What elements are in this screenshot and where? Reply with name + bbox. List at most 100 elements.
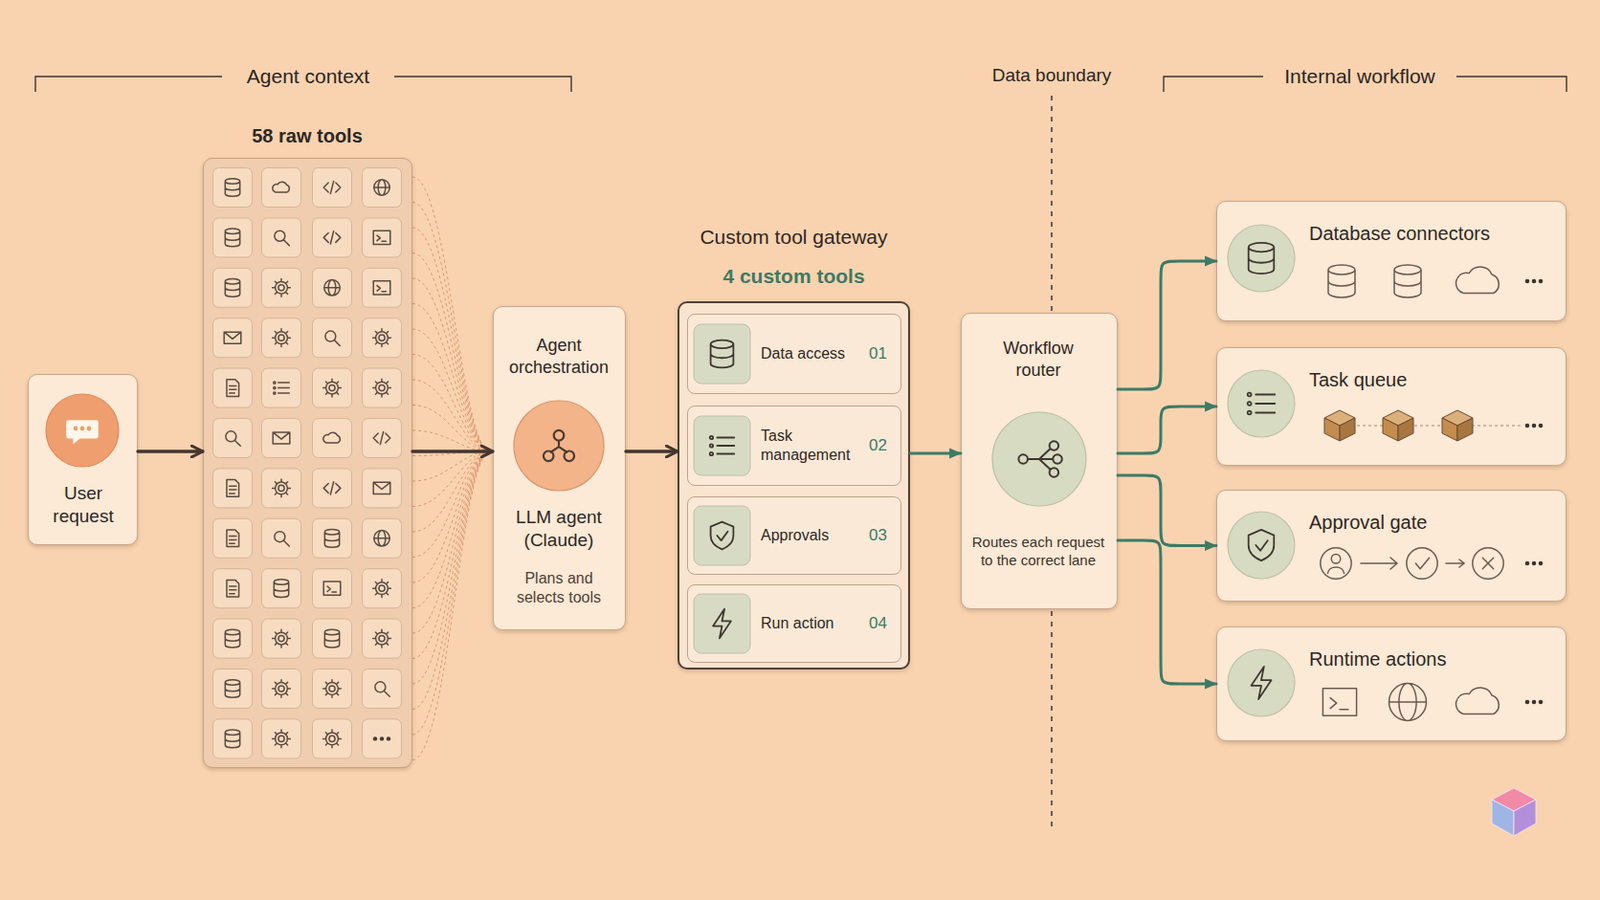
tool-tile bbox=[213, 368, 253, 408]
tool-tile bbox=[213, 168, 253, 208]
code-icon bbox=[323, 482, 341, 495]
ellipsis-dot bbox=[379, 736, 384, 741]
fan-line bbox=[412, 379, 490, 452]
gear-icon bbox=[323, 378, 342, 398]
db-icon bbox=[224, 680, 240, 699]
gear-icon bbox=[323, 680, 342, 699]
mail-icon bbox=[223, 332, 242, 344]
node-heading: Agent orchestration bbox=[503, 334, 615, 378]
group-heading: 58 raw tools bbox=[203, 124, 411, 149]
tool-tile bbox=[213, 419, 253, 459]
bolt-icon bbox=[1251, 666, 1272, 700]
db-icon bbox=[324, 529, 339, 548]
tool-tile bbox=[312, 318, 353, 358]
tool-tile bbox=[312, 669, 353, 710]
cube-face bbox=[1442, 418, 1458, 442]
person-icon bbox=[1320, 548, 1352, 579]
gear-icon bbox=[373, 378, 392, 398]
term-icon bbox=[373, 281, 391, 295]
node-label: LLM agent (Claude) bbox=[496, 506, 622, 553]
globe-icon bbox=[374, 531, 391, 548]
cube-face bbox=[1457, 418, 1473, 442]
tool-name: Data access bbox=[760, 314, 865, 393]
flow-arrow bbox=[1117, 261, 1217, 390]
icon-layer bbox=[45, 168, 1543, 759]
fan-line bbox=[412, 430, 490, 452]
bracket-line bbox=[1163, 76, 1264, 92]
cloud-icon bbox=[1456, 688, 1500, 715]
doc-icon bbox=[226, 579, 240, 598]
fan-line bbox=[412, 451, 490, 609]
gear-icon bbox=[272, 479, 291, 498]
router-icon-circle bbox=[992, 412, 1087, 507]
lane-title: Task queue bbox=[1309, 368, 1549, 393]
flow-arrow bbox=[1117, 540, 1217, 685]
fan-line bbox=[412, 451, 490, 457]
cube-face bbox=[1398, 418, 1414, 442]
tool-tile bbox=[213, 569, 253, 609]
request-icon-circle bbox=[45, 394, 119, 467]
ellipsis-dot bbox=[1538, 423, 1544, 429]
fan-line bbox=[412, 177, 490, 452]
tool-tile bbox=[213, 267, 253, 308]
queue-line bbox=[1339, 425, 1522, 427]
shield-icon bbox=[711, 522, 734, 551]
share-icon bbox=[1018, 441, 1062, 478]
tool-tile bbox=[262, 419, 302, 459]
tool-tile bbox=[312, 518, 353, 558]
tool-box: Data access01 bbox=[687, 313, 902, 395]
db-icon bbox=[224, 278, 240, 297]
tool-tile bbox=[312, 468, 353, 509]
fan-line bbox=[412, 278, 490, 452]
ellipsis-dot bbox=[1538, 279, 1544, 285]
ellipsis-dot bbox=[1532, 423, 1537, 429]
tool-box: Task management02 bbox=[687, 405, 902, 487]
term-icon bbox=[323, 581, 341, 596]
tool-tile bbox=[312, 719, 353, 759]
tool-tile bbox=[262, 669, 302, 710]
ellipsis-dot bbox=[1538, 700, 1544, 706]
globe-icon bbox=[324, 280, 341, 297]
ellipsis-dot bbox=[1525, 700, 1531, 706]
globe-icon bbox=[374, 179, 391, 197]
chat-bubble-icon bbox=[66, 420, 99, 445]
search-icon bbox=[375, 682, 390, 697]
connector-layer bbox=[137, 261, 1217, 685]
fan-line bbox=[412, 451, 490, 685]
request-box: User request bbox=[27, 374, 138, 546]
tool-tile bbox=[213, 218, 253, 258]
tool-name: Task management bbox=[760, 406, 865, 485]
list-icon bbox=[1247, 393, 1276, 416]
tool-tile bbox=[362, 569, 402, 609]
flow-arrow bbox=[1117, 475, 1217, 547]
fan-line bbox=[412, 355, 490, 453]
lane-box: Approval gate bbox=[1216, 489, 1567, 602]
lane-box: Task queue bbox=[1216, 347, 1567, 467]
tool-tile bbox=[362, 218, 402, 258]
lane-title: Approval gate bbox=[1309, 511, 1549, 535]
lane-box: Runtime actions bbox=[1216, 626, 1567, 742]
tool-tile bbox=[262, 619, 302, 659]
tool-tile bbox=[262, 318, 302, 358]
bracket-line bbox=[35, 76, 223, 92]
tool-tile bbox=[362, 267, 402, 308]
fan-line bbox=[412, 405, 490, 453]
lane-title: Runtime actions bbox=[1309, 647, 1549, 672]
tool-tile bbox=[262, 719, 302, 759]
tool-tile bbox=[312, 218, 353, 258]
tool-tile bbox=[213, 669, 253, 710]
lane-icon-circle bbox=[1227, 370, 1295, 438]
fan-line bbox=[412, 451, 490, 735]
bracket-line bbox=[394, 76, 572, 92]
globe-icon bbox=[1389, 684, 1427, 722]
code-icon bbox=[323, 180, 341, 194]
group-subheading: 4 custom tools bbox=[679, 264, 909, 289]
tool-box: Approvals03 bbox=[687, 496, 902, 576]
db-icon bbox=[1328, 265, 1356, 298]
tool-box: Run action04 bbox=[687, 584, 902, 664]
tool-tile bbox=[312, 267, 353, 308]
doc-icon bbox=[226, 379, 240, 398]
doc-icon bbox=[226, 480, 240, 498]
callout-number: 03 bbox=[831, 497, 888, 574]
term-icon bbox=[1322, 688, 1356, 717]
